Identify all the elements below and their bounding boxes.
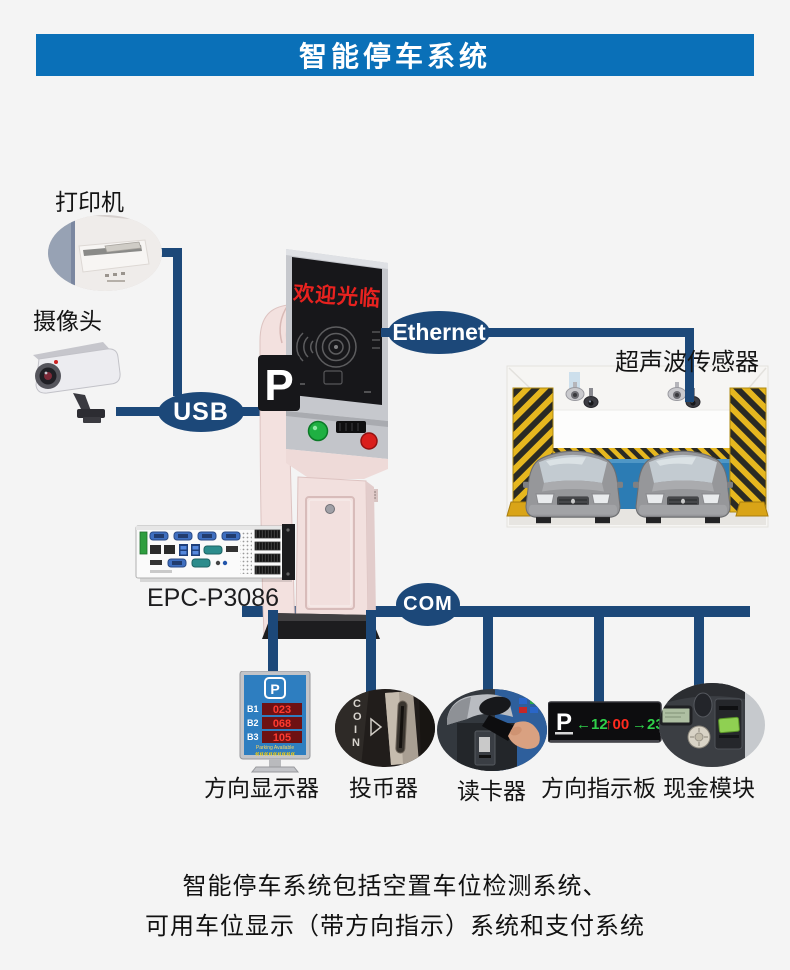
cash-cutout xyxy=(693,692,713,718)
cash-module-photo xyxy=(659,683,765,767)
coin-letter: O xyxy=(353,711,362,723)
kiosk-red-button xyxy=(360,432,378,450)
board-p-logo: P xyxy=(556,709,572,736)
display-caption: Parking Available xyxy=(256,745,294,751)
garage-right-pillar xyxy=(729,387,767,513)
kiosk-green-button xyxy=(307,420,329,442)
garage-illustration xyxy=(506,365,769,528)
page-title: 智能停车系统 xyxy=(36,34,754,76)
reader-opening xyxy=(479,696,511,716)
coin-acceptor-photo: C O I N xyxy=(335,689,435,767)
line-printer-horizontal xyxy=(148,248,182,257)
display-row-b1: B1 023 xyxy=(247,703,302,716)
garage-back-wall xyxy=(552,409,731,453)
ethernet-connector-node: Ethernet xyxy=(388,311,490,354)
line-com-drop-cash xyxy=(694,610,704,692)
cash-slit xyxy=(719,706,738,710)
kiosk-screen xyxy=(292,257,382,405)
camera-illustration xyxy=(33,342,121,423)
usb-connector-node: USB xyxy=(158,392,244,432)
camera-bracket-arm xyxy=(73,393,91,413)
footer-text-line1: 智能停车系统包括空置车位检测系统、 xyxy=(182,873,608,900)
ultrasonic-sensor-pair-left xyxy=(565,382,599,408)
line-com-drop-display xyxy=(268,610,278,682)
line-com-drop-reader xyxy=(483,610,493,698)
com-connector-node: COM xyxy=(396,583,460,626)
coin-arrow xyxy=(370,717,383,737)
reader-sticker xyxy=(479,737,490,752)
ipc-model-label: EPC-P3086 xyxy=(147,584,280,612)
svg-text:105: 105 xyxy=(273,732,291,744)
footer-text-line2: 可用车位显示（带方向指示）系统和支付系统 xyxy=(145,913,645,940)
svg-text:B2: B2 xyxy=(247,718,259,728)
coin-acceptor-label: 投币器 xyxy=(349,775,418,801)
camera-label: 摄像头 xyxy=(33,308,102,334)
line-usb-to-kiosk xyxy=(240,407,270,416)
board-p-caption xyxy=(555,732,573,735)
display-stand-base xyxy=(250,766,300,773)
kiosk-lock xyxy=(325,504,335,514)
pc-io-ports xyxy=(150,544,238,573)
pc-vga-ports xyxy=(149,531,241,541)
board-right-count: →23 xyxy=(632,716,663,733)
parked-car-right xyxy=(633,450,733,524)
line-camera-to-usb xyxy=(116,407,160,416)
display-row-b2: B2 068 xyxy=(247,717,302,730)
parking-kiosk-illustration: 欢迎光临 xyxy=(258,249,388,639)
rfid-rings-icon xyxy=(296,326,380,368)
line-com-bus xyxy=(242,606,750,617)
card-pictogram xyxy=(323,370,343,385)
parking-p-logo xyxy=(264,677,286,699)
kiosk-p-sign xyxy=(258,355,300,411)
cash-lcd xyxy=(659,705,693,726)
board-left-count: ←12 xyxy=(576,716,608,733)
display-row-b3: B3 105 xyxy=(247,731,302,744)
coin-letter: I xyxy=(354,724,357,736)
parked-car-left xyxy=(523,450,623,524)
display-stand-neck xyxy=(269,759,281,767)
printer-photo xyxy=(48,215,162,291)
line-printer-vertical xyxy=(173,248,182,396)
line-kiosk-to-ethernet xyxy=(381,328,393,337)
line-ethernet-horizontal xyxy=(488,328,694,337)
line-ethernet-to-sensor xyxy=(685,333,694,402)
garage-curb-right xyxy=(735,501,769,517)
parking-p-letter: P xyxy=(270,681,279,697)
card-reader-label: 读卡器 xyxy=(457,778,526,804)
ultrasonic-sensor-label: 超声波传感器 xyxy=(615,349,759,376)
direction-board-illustration: P ←12 ↑00 →23 xyxy=(548,701,663,743)
svg-text:B3: B3 xyxy=(247,732,259,742)
line-com-drop-board xyxy=(594,610,604,706)
cash-green-button xyxy=(718,716,740,734)
printer-side-panel xyxy=(48,215,73,291)
swiping-card xyxy=(482,715,517,741)
printer-ticket xyxy=(104,241,142,253)
industrial-pc-illustration xyxy=(135,524,295,582)
camera-led xyxy=(54,360,58,364)
card-reader-photo xyxy=(437,689,547,771)
svg-text:B1: B1 xyxy=(247,704,259,714)
kiosk-p-sign-letter: P xyxy=(264,361,293,410)
direction-display-illustration: P B1 023 B2 068 B3 105 Parking Available… xyxy=(239,671,311,773)
kiosk-door-panel xyxy=(305,496,355,610)
pc-side-cap xyxy=(282,524,295,580)
svg-text:068: 068 xyxy=(273,718,291,730)
direction-board-label: 方向指示板 xyxy=(541,775,656,801)
board-middle-count: ↑00 xyxy=(605,716,629,733)
pc-vent-holes xyxy=(240,532,252,574)
pc-terminal-block xyxy=(139,531,148,555)
line-com-drop-coin xyxy=(366,610,376,702)
camera-bracket-plate xyxy=(83,417,101,423)
pc-expansion-slots xyxy=(254,529,281,575)
coin-letter: N xyxy=(352,737,360,749)
svg-text:023: 023 xyxy=(273,704,291,716)
coin-letter: C xyxy=(353,698,361,710)
display-chevrons: ««««««««« xyxy=(255,749,296,758)
printer-label: 打印机 xyxy=(55,189,124,215)
cash-module-label: 现金模块 xyxy=(663,775,755,801)
direction-display-label: 方向显示器 xyxy=(204,775,319,801)
